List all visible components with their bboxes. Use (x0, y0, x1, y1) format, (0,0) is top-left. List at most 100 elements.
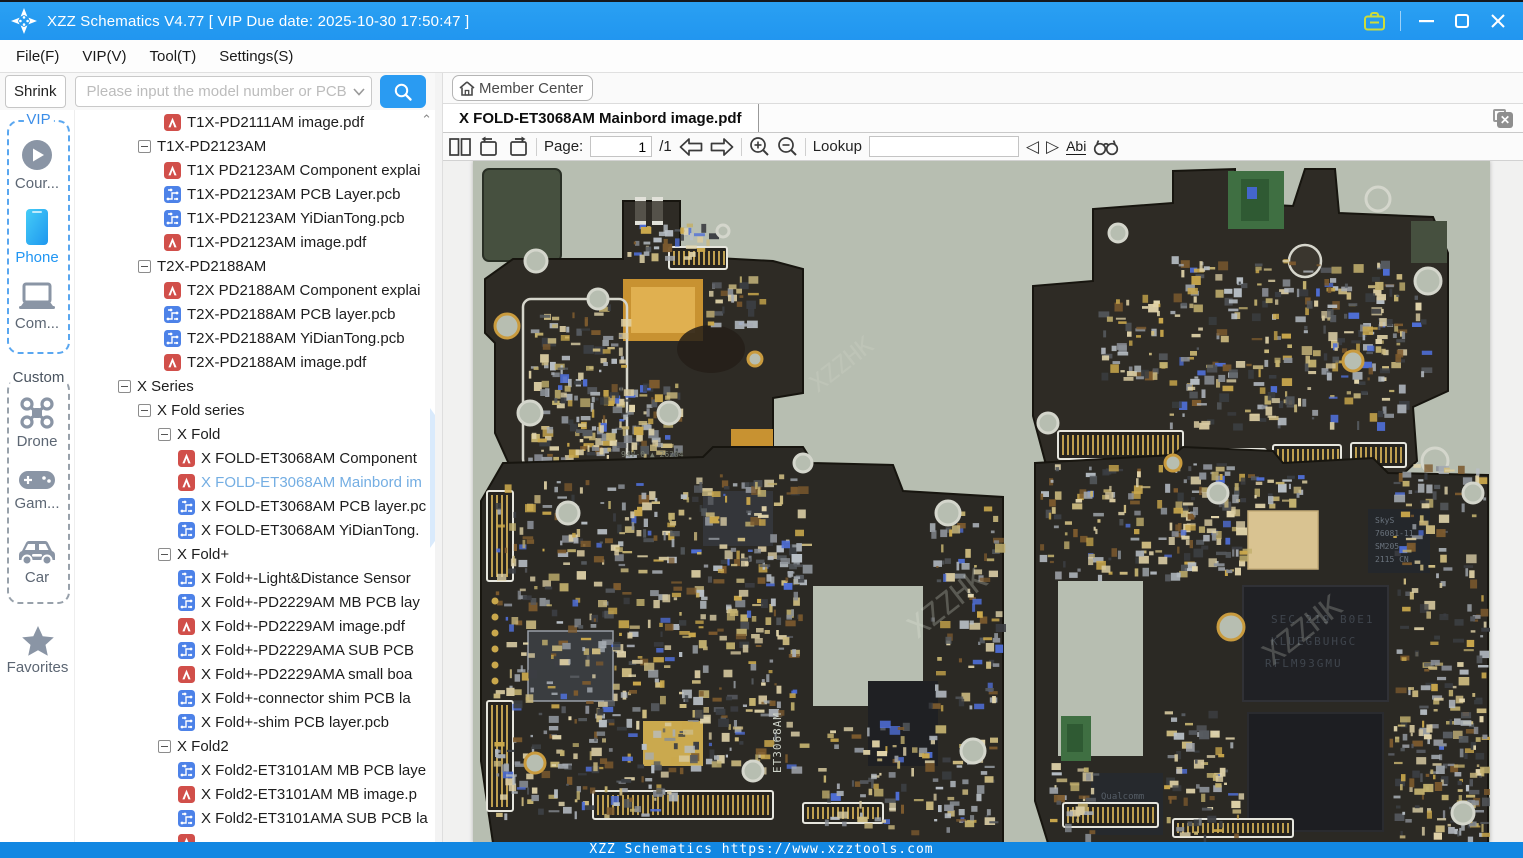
tree-group-x-fold2[interactable]: X Fold2 (75, 734, 435, 758)
find-next-button[interactable]: ▷ (1046, 138, 1059, 155)
sidebar-item-drone[interactable]: Drone (0, 396, 74, 450)
tree-item-label: T1X-PD2111AM image.pdf (187, 114, 364, 131)
tree-group-x-series[interactable]: X Series (75, 374, 435, 398)
collapse-expander-icon[interactable] (158, 548, 171, 561)
search-button[interactable] (380, 75, 426, 108)
tree-file-x-fold-shim-pcb-layer-pcb[interactable]: X Fold+-shim PCB layer.pcb (75, 710, 435, 734)
maximize-button[interactable] (1451, 10, 1473, 32)
tree-file-t1x-pd2123am-component-explai[interactable]: T1X PD2123AM Component explai (75, 158, 435, 182)
tree-group-x-fold[interactable]: X Fold (75, 422, 435, 446)
sidebar-item-phone[interactable]: Phone (0, 208, 74, 266)
two-page-view-button[interactable] (449, 135, 471, 159)
chevron-down-icon[interactable] (353, 88, 365, 96)
sidebar-item-game[interactable]: Gam... (0, 468, 74, 512)
tree-file-t2x-pd2188am-component-explai[interactable]: T2X PD2188AM Component explai (75, 278, 435, 302)
pdf-toolbar: Page: /1 Lookup ◁ ▷ Abi (443, 133, 1523, 161)
sidebar-item-favorites[interactable]: Favorites (0, 625, 75, 676)
model-search-input[interactable] (85, 82, 353, 101)
collapse-expander-icon[interactable] (138, 260, 151, 273)
pdf-file-icon (178, 666, 195, 683)
menu-settings[interactable]: Settings(S) (219, 48, 306, 65)
collapse-expander-icon[interactable] (138, 140, 151, 153)
tree-scroll-up-icon[interactable]: ⌃ (421, 112, 432, 128)
find-previous-button[interactable]: ◁ (1026, 138, 1039, 155)
board-d-rf-chip-text: SM205 (1375, 542, 1399, 551)
vip-briefcase-icon[interactable] (1363, 11, 1386, 31)
menu-file[interactable]: File(F) (16, 48, 72, 65)
pcb-file-icon (178, 594, 195, 611)
menu-tool[interactable]: Tool(T) (150, 48, 210, 65)
tree-file-x-fold-et3068am-pcb-layer-pc[interactable]: X FOLD-ET3068AM PCB layer.pc (75, 494, 435, 518)
toolbar-separator (805, 138, 806, 156)
tree-file-t1x-pd2123am-yidiantong-pcb[interactable]: T1X-PD2123AM YiDianTong.pcb (75, 206, 435, 230)
tree-file-x-fold-light-distance-sensor[interactable]: X Fold+-Light&Distance Sensor (75, 566, 435, 590)
previous-page-button[interactable] (679, 135, 703, 159)
tree-file-x-fold2-et3101am-mb-image-p[interactable]: X Fold2-ET3101AM MB image.p (75, 782, 435, 806)
match-case-button[interactable]: Abi (1066, 139, 1086, 155)
member-row: Member Center (443, 73, 1523, 104)
tree-file-t1x-pd2123am-pcb-layer-pcb[interactable]: T1X-PD2123AM PCB Layer.pcb (75, 182, 435, 206)
panel-divider (435, 73, 443, 842)
collapse-expander-icon[interactable] (158, 428, 171, 441)
board-c-silkscreen: ET3068AM (771, 712, 784, 773)
pcb-file-icon (164, 330, 181, 347)
sidebar-item-course[interactable]: Cour... (0, 138, 74, 192)
statusbar-text: XZZ Schematics https://www.xzztools.com (589, 842, 933, 857)
tree-file-item[interactable] (75, 830, 435, 842)
tree-file-x-fold2-et3101am-mb-pcb-laye[interactable]: X Fold2-ET3101AM MB PCB laye (75, 758, 435, 782)
collapse-expander-icon[interactable] (138, 404, 151, 417)
collapse-expander-icon[interactable] (118, 380, 131, 393)
lookup-input[interactable] (869, 136, 1019, 157)
tree-file-t1x-pd2111am-image-pdf[interactable]: T1X-PD2111AM image.pdf (75, 110, 435, 134)
tree-group-x-fold[interactable]: X Fold+ (75, 542, 435, 566)
member-center-button[interactable]: Member Center (452, 75, 593, 101)
tree-group-x-fold-series[interactable]: X Fold series (75, 398, 435, 422)
zoom-out-button[interactable] (777, 135, 798, 159)
close-tab-button[interactable]: ✕ (1493, 109, 1513, 128)
document-tab[interactable]: X FOLD-ET3068AM Mainbord image.pdf (443, 104, 759, 132)
rotate-left-button[interactable] (478, 135, 500, 159)
tree-file-t2x-pd2188am-pcb-layer-pcb[interactable]: T2X-PD2188AM PCB layer.pcb (75, 302, 435, 326)
tree-file-x-fold-pd2229am-image-pdf[interactable]: X Fold+-PD2229AM image.pdf (75, 614, 435, 638)
tree-item-label: X Fold series (157, 402, 245, 419)
rotate-right-button[interactable] (507, 135, 529, 159)
tree-file-x-fold-pd2229am-mb-pcb-lay[interactable]: X Fold+-PD2229AM MB PCB lay (75, 590, 435, 614)
pcb-file-icon (178, 690, 195, 707)
tree-file-x-fold2-et3101ama-sub-pcb-la[interactable]: X Fold2-ET3101AMA SUB PCB la (75, 806, 435, 830)
sidebar-item-car[interactable]: Car (0, 538, 74, 586)
binoculars-search-button[interactable] (1093, 135, 1119, 159)
tree-file-x-fold-et3068am-mainbord-im[interactable]: X FOLD-ET3068AM Mainbord im (75, 470, 435, 494)
menu-vip[interactable]: VIP(V) (82, 48, 139, 65)
tree-file-x-fold-et3068am-yidiantong[interactable]: X FOLD-ET3068AM YiDianTong. (75, 518, 435, 542)
pcb-file-icon (164, 186, 181, 203)
custom-section-label: Custom (10, 369, 68, 386)
lookup-label: Lookup (813, 138, 862, 155)
zoom-in-button[interactable] (749, 135, 770, 159)
tree-item-label: X Fold (177, 426, 220, 443)
tree-file-x-fold-pd2229ama-sub-pcb[interactable]: X Fold+-PD2229AMA SUB PCB (75, 638, 435, 662)
next-page-button[interactable] (710, 135, 734, 159)
tree-file-t1x-pd2123am-image-pdf[interactable]: T1X-PD2123AM image.pdf (75, 230, 435, 254)
shrink-button[interactable]: Shrink (5, 75, 66, 108)
tree-item-label: X FOLD-ET3068AM YiDianTong. (201, 522, 419, 539)
close-button[interactable] (1487, 10, 1509, 32)
minimize-button[interactable] (1415, 10, 1437, 32)
collapse-expander-icon[interactable] (158, 740, 171, 753)
page-number-input[interactable] (590, 136, 652, 157)
pdf-viewer[interactable]: ET3068AMA94V-0 ▲ 26204MDK MB-18W 23-04-0… (443, 161, 1523, 842)
tree-file-x-fold-et3068am-component[interactable]: X FOLD-ET3068AM Component (75, 446, 435, 470)
tree-file-x-fold-pd2229ama-small-boa[interactable]: X Fold+-PD2229AMA small boa (75, 662, 435, 686)
pcb-file-icon (178, 642, 195, 659)
tree-group-t2x-pd2188am[interactable]: T2X-PD2188AM (75, 254, 435, 278)
tree-file-x-fold-connector-shim-pcb-la[interactable]: X Fold+-connector shim PCB la (75, 686, 435, 710)
tree-item-label: X Fold+-PD2229AMA SUB PCB (201, 642, 414, 659)
tree-item-label: X Fold2-ET3101AMA SUB PCB la (201, 810, 428, 827)
sidebar-item-computer[interactable]: Com... (0, 282, 74, 332)
tree-item-label: X Fold+-shim PCB layer.pcb (201, 714, 389, 731)
tree-file-t2x-pd2188am-yidiantong-pcb[interactable]: T2X-PD2188AM YiDianTong.pcb (75, 326, 435, 350)
tree-file-t2x-pd2188am-image-pdf[interactable]: T2X-PD2188AM image.pdf (75, 350, 435, 374)
tree-group-t1x-pd2123am[interactable]: T1X-PD2123AM (75, 134, 435, 158)
pcb-file-icon (164, 306, 181, 323)
star-icon (21, 625, 55, 657)
tree-item-label: X Fold+-PD2229AM MB PCB lay (201, 594, 420, 611)
